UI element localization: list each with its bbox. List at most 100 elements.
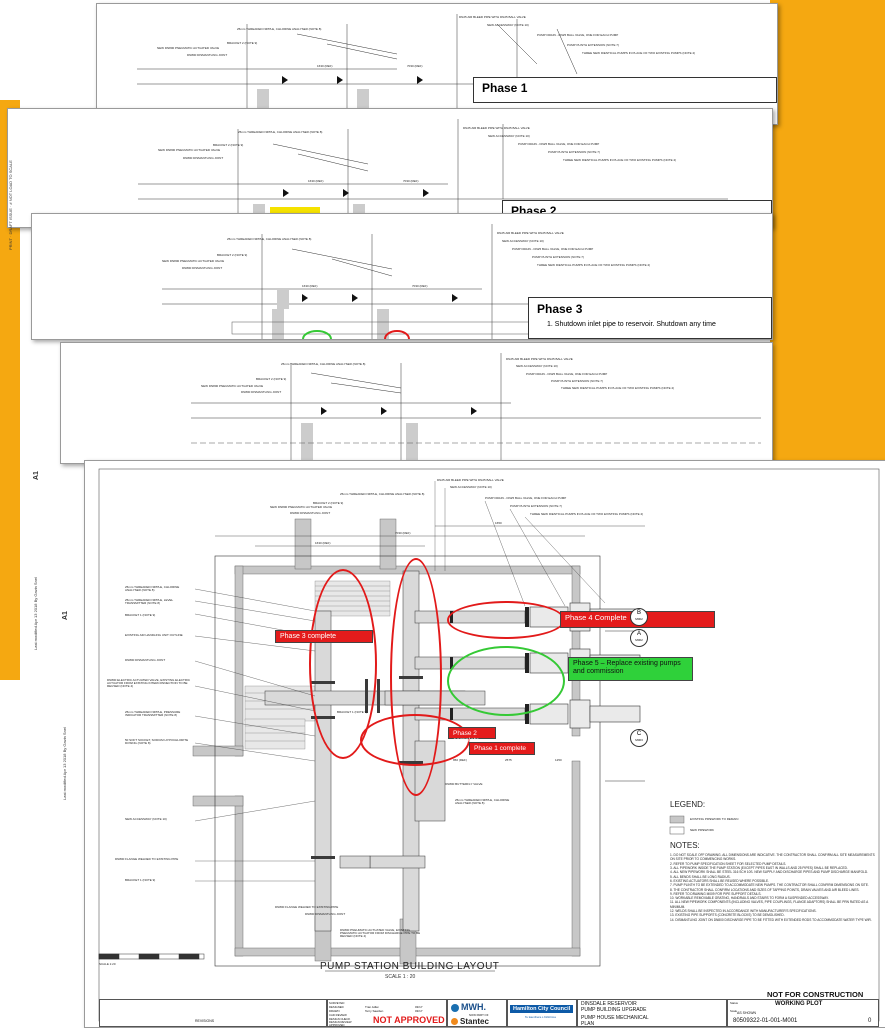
drawn-by: Terry Sawden [365, 1009, 384, 1013]
callout-phase-3: Phase 3 complete [275, 630, 373, 643]
p4-label-joint: DN800 DISMANTLING JOINT [241, 390, 282, 394]
globe-icon [451, 1003, 459, 1012]
design-check-label: DESIGN CHECK [329, 1017, 351, 1021]
p4-label-nipple: 25mm THREADED NIPPLE, CHLORINE ANALYSER … [281, 362, 366, 366]
section-marker-b-ref: M002 [635, 617, 643, 621]
p4-label-valve: NEW DN800 PNEUMATIC ACTUATED VALVE [201, 384, 264, 388]
p1-label-joint: DN800 DISMANTLING JOINT [187, 53, 228, 57]
note-11: 11. ALL NEW PIPEWORK COMPONENTS (INCLUDI… [670, 900, 869, 909]
designed-date: 03/17 [415, 1005, 423, 1009]
client-name: Hamilton City Council [513, 1006, 571, 1012]
project-cell [577, 999, 727, 1027]
section-marker-c-letter: C [636, 731, 642, 737]
p4-label-pumps: THREE NEW IDENTICAL PUMPS IN PLACE OF TW… [561, 386, 675, 390]
left-label-11: BRACKET 1 (NOTE 9) [125, 878, 156, 882]
p1-label-plinth: PUMP PLINTH EXTENSION (NOTE 7) [567, 43, 619, 47]
section-marker-a-ref: M002 [635, 638, 643, 642]
p2-label-bracket: BRACKET 2 (NOTE 9) [213, 143, 244, 147]
p3-label-bracket: BRACKET 2 (NOTE 9) [217, 253, 248, 257]
phase-3-title: Phase 3 1. Shutdown inlet pipe to reserv… [528, 297, 772, 339]
side-text-sheet4-modified: Last modified Apr 13 2018 By Gavin Snel [62, 727, 67, 800]
p3-dim-ref2: 7030 (REF) [412, 284, 428, 288]
surveyed-label: SURVEYED [329, 1001, 345, 1005]
p2-dim-ref: 1630 (REF) [308, 179, 324, 183]
phase1-ellipse [360, 714, 470, 766]
phase-3-note: 1. Shutdown inlet pipe to reservoir. Shu… [547, 321, 716, 328]
drawn-date: 03/17 [415, 1009, 423, 1013]
note-1: 1. DO NOT SCALE OFF DRAWING. ALL DIMENSI… [670, 853, 875, 862]
p2-label-drain: PUMP DRAIN - DN25 BALL VALVE, ONE FOR EA… [518, 142, 600, 146]
status-value: WORKING PLOT [775, 1001, 823, 1007]
not-for-construction: NOT FOR CONSTRUCTION [767, 990, 864, 999]
main-label-pumps: THREE NEW IDENTICAL PUMPS IN PLACE OF TW… [530, 512, 644, 516]
p2-label-plinth: PUMP PLINTH EXTENSION (NOTE 7) [548, 150, 600, 154]
p1-label-pumps: THREE NEW IDENTICAL PUMPS IN PLACE OF TW… [582, 51, 696, 55]
left-label-4: EXISTING AIR HANDLING UNIT OUTLINE [125, 633, 183, 637]
stantec-icon [451, 1018, 458, 1026]
main-dim-5: 2575 [505, 758, 512, 762]
bottom-label-1: DN800 FLANGE WELDED TO EXISTING PIPE [275, 905, 339, 909]
left-label-10: DN800 FLANGE WELDED TO EXISTING PIPE [115, 857, 179, 861]
note-5: 5. ALL BENDS SHALL BE LONG RADIUS. [670, 874, 731, 879]
sheet-phase-4[interactable]: 25mm THREADED NIPPLE, CHLORINE ANALYSER … [60, 342, 773, 464]
p1-label-drain: PUMP DRAIN - DN25 BALL VALVE, ONE FOR EA… [537, 33, 619, 37]
cad-review-label: CAD REVIEW [329, 1013, 347, 1017]
bottom-label-3: DN800 PNEUMATIC ACTUATED VALVE, EXISTING… [340, 928, 421, 938]
legend-heading: LEGEND: [670, 800, 706, 809]
background-orange-strip-left [0, 100, 20, 680]
drawing-title: PUMP STATION BUILDING LAYOUT [320, 961, 500, 972]
notes-heading: NOTES: [670, 841, 700, 850]
p3-label-airbleed: DN25 AIR BLEED PIPE WITH DN25 BALL VALVE [497, 231, 564, 235]
client-sub: Te kaunihera o Kirikiriroa [525, 1015, 556, 1019]
main-dim-1: 1630 (REF) [315, 541, 331, 545]
note-8: 8. THE CONTRACTOR SHALL CONFIRM LOCATION… [670, 887, 860, 892]
note-4: 4. ALL NEW PIPEWORK SHALL BE STEEL 316 S… [670, 870, 869, 875]
section-marker-a-letter: A [636, 631, 641, 637]
phase3-ellipse [309, 569, 377, 759]
status-label: Status [730, 1001, 738, 1005]
scale-value: AS SHOWN [737, 1011, 757, 1015]
sheet-phase-1-drawing [137, 14, 737, 124]
p3-label-access: NEW ACCESSWAY (NOTE 10) [502, 239, 544, 243]
client-logo: Hamilton City Council [510, 1005, 574, 1013]
p3-dim-ref: 1630 (REF) [302, 284, 318, 288]
phase-1-title: Phase 1 [473, 77, 777, 103]
phase4-ellipse [447, 601, 565, 639]
left-label-8: 50 SOFT SOCKET, SODIUM HYPOCHLORITE DOSI… [125, 738, 189, 745]
p2-label-access: NEW ACCESSWAY (NOTE 10) [488, 134, 530, 138]
sheet-line-1: PUMP HOUSE MECHANICAL [581, 1015, 649, 1021]
side-text-sheet3-size: A1 [33, 471, 40, 480]
legend-item-new: NEW PIPEWORK [690, 828, 715, 832]
section-marker-b: B M002 [630, 608, 648, 626]
main-label-nipple: 25mm THREADED NIPPLE, CHLORINE ANALYSER … [340, 492, 425, 496]
note-14: 14. DISMANTLING JOINT ON DN800 DISCHARGE… [670, 917, 872, 922]
p3-label-nipple: 25mm THREADED NIPPLE, CHLORINE ANALYSER … [227, 237, 312, 241]
bracket-mid-label: BRACKET 1 (NOTE 9) [337, 710, 368, 714]
main-label-access: NEW ACCESSWAY (NOTE 10) [450, 485, 492, 489]
section-marker-a: A M002 [630, 629, 648, 647]
sheet-phase-3[interactable]: 25mm THREADED NIPPLE, CHLORINE ANALYSER … [31, 213, 773, 340]
callout-phase-5: Phase 5 – Replace existing pumps and com… [568, 657, 693, 681]
butterfly-label: DN800 BUTTERFLY VALVE [445, 782, 483, 786]
p4-label-plinth: PUMP PLINTH EXTENSION (NOTE 7) [551, 379, 603, 383]
notes-list: 1. DO NOT SCALE OFF DRAWING. ALL DIMENSI… [670, 853, 875, 922]
design-review-label: DESIGN REVIEW [329, 1020, 352, 1024]
bottom-label-2: DN800 DISMANTLING JOINT [305, 912, 346, 916]
stantec-logo: Stantec [451, 1017, 489, 1026]
note-7: 7. PUMP PLINTH TO BE EXTENDED TO ACCOMMO… [670, 883, 869, 888]
sheet-main[interactable]: Phase 4 Complete Phase 3 complete Phase … [84, 460, 885, 1028]
legend-item-existing: EXISTING PIPEWORK TO REMAIN [690, 817, 739, 821]
p1-label-access: NEW ACCESSWAY (NOTE 10) [487, 23, 529, 27]
left-label-3: BRACKET 1 (NOTE 9) [125, 613, 156, 617]
sheet-phase-2[interactable]: 25mm THREADED NIPPLE, CHLORINE ANALYSER … [7, 108, 773, 228]
p3-label-pumps: THREE NEW IDENTICAL PUMPS IN PLACE OF TW… [537, 263, 651, 267]
p2-label-valve: NEW DN800 PNEUMATIC ACTUATED VALVE [158, 148, 221, 152]
phase-3-title-text: Phase 3 [537, 302, 583, 316]
mwh-name: MWH. [461, 1002, 486, 1012]
sheet-phase-1[interactable]: 25mm THREADED NIPPLE, CHLORINE ANALYSER … [96, 3, 778, 125]
client-cell [507, 999, 577, 1027]
main-label-airbleed: DN25 AIR BLEED PIPE WITH DN25 BALL VALVE [437, 478, 504, 482]
p2-label-airbleed: DN25 AIR BLEED PIPE WITH DN25 BALL VALVE [463, 126, 530, 130]
project-line-2: PUMP BUILDING UPGRADE [581, 1007, 647, 1013]
p2-label-joint: DN800 DISMANTLING JOINT [183, 156, 224, 160]
